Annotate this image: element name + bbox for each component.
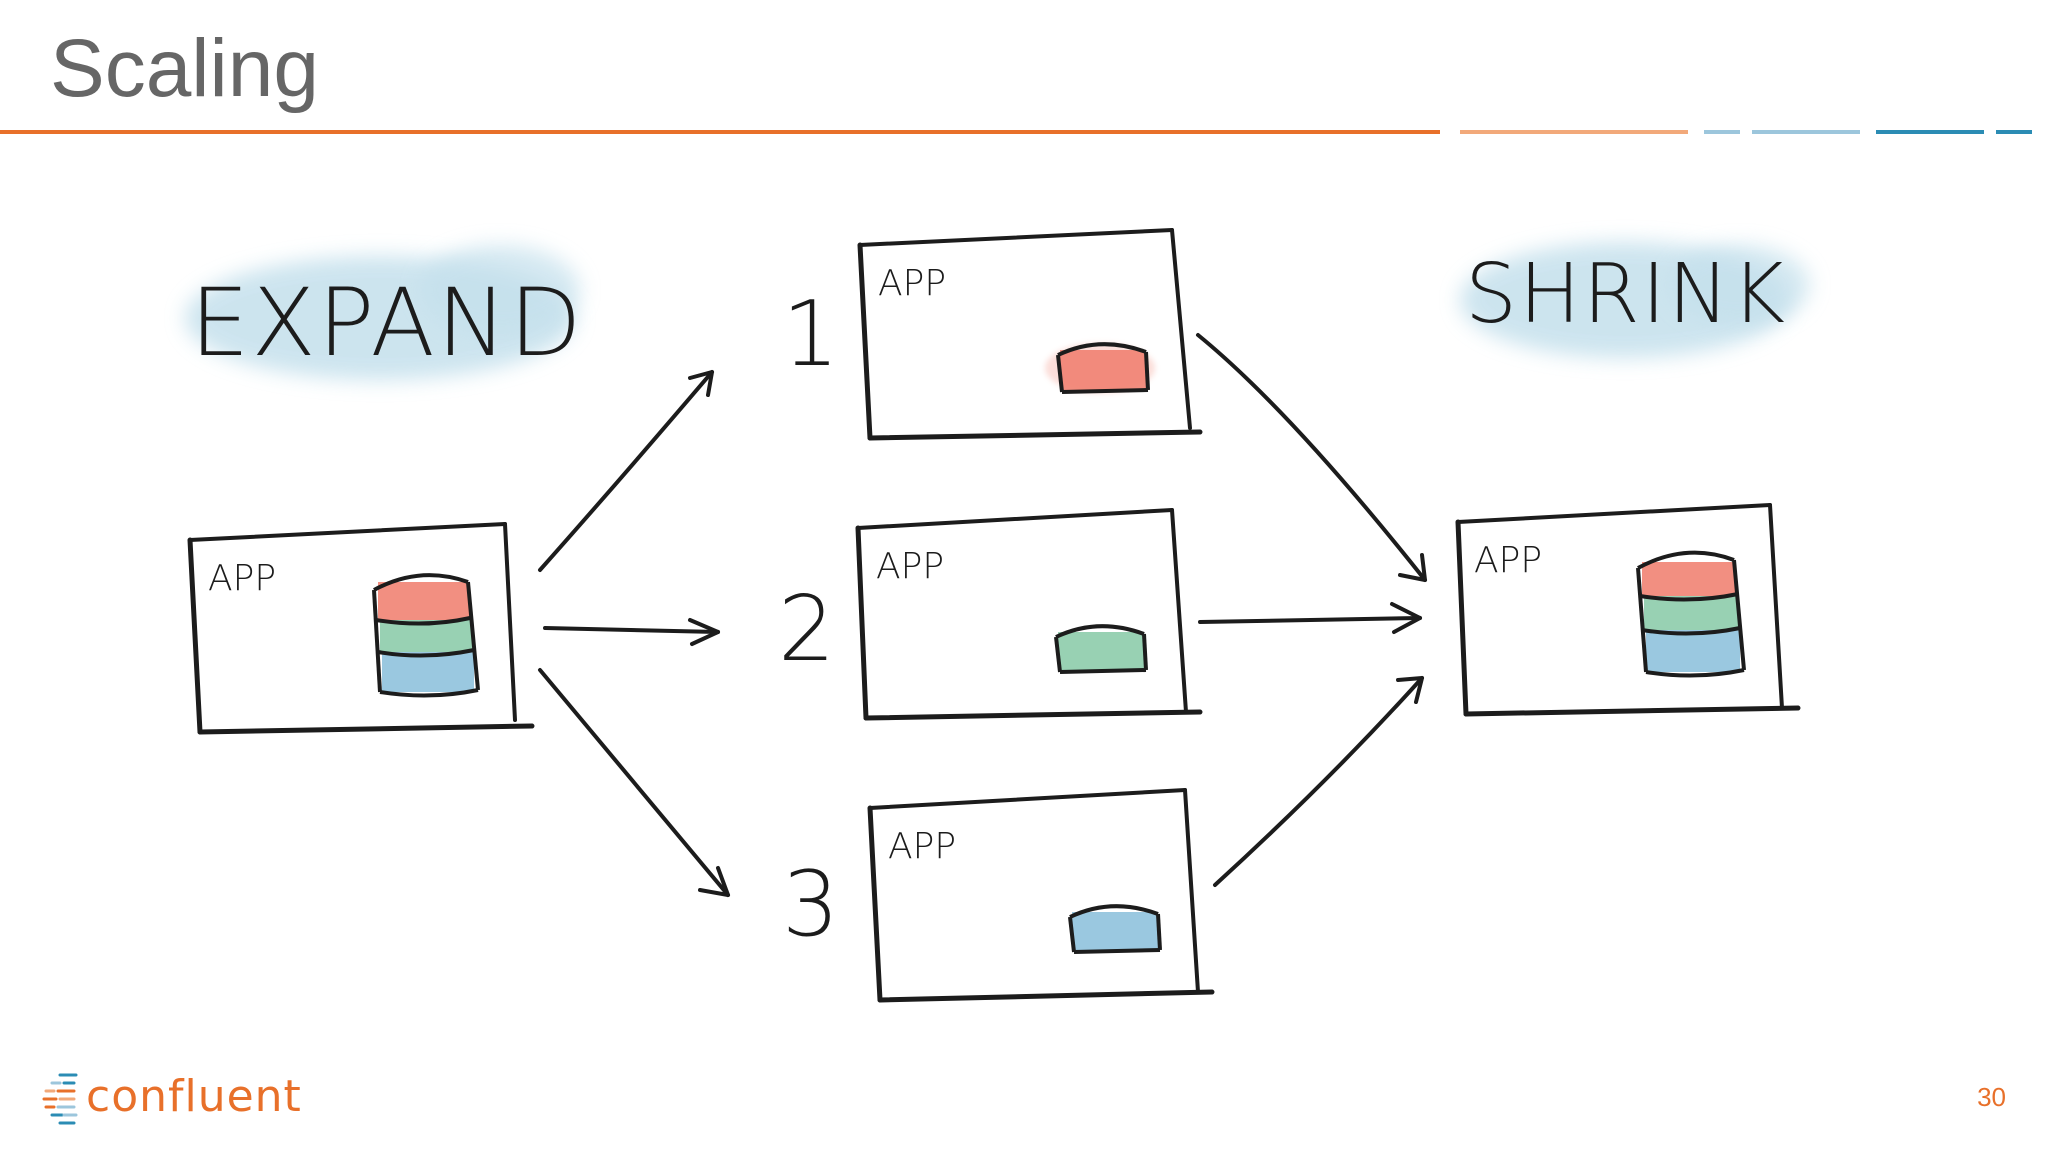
instance-1-box [857,228,1203,441]
source-app-label: APP [208,558,276,599]
instance-2-box [855,508,1203,721]
instance-number-1: 1 [782,282,839,387]
header-rule-segment [1704,130,1740,134]
target-app-box [1455,503,1801,717]
instance-1-app-label: APP [878,263,946,304]
instance-1-partition [1045,342,1155,394]
source-partition-stack [372,573,480,698]
target-app-label: APP [1474,540,1542,581]
instance-number-2: 2 [778,577,835,682]
source-app-box [187,522,535,735]
expand-label: EXPAND [190,269,583,378]
arrow-to-instance-2 [543,626,720,634]
target-partition-stack [1636,550,1746,678]
instance-number-3: 3 [782,852,839,957]
header-rule [0,130,2032,134]
header-rule-segment [1460,130,1688,134]
header-rule-main [0,130,1440,134]
header-rule-segment [1752,130,1860,134]
slide-title: Scaling [50,23,319,114]
confluent-logo-icon [42,1073,78,1125]
arrow-from-instance-2 [1198,616,1422,624]
arrow-from-instance-3 [1213,676,1424,887]
shrink-label: SHRINK [1465,247,1787,342]
page-number: 30 [1977,1082,2006,1112]
header-rule-segment [1996,130,2032,134]
shrink-watercolor [1460,242,1810,358]
arrow-to-instance-1 [538,370,714,572]
instance-3-app-label: APP [888,826,956,867]
instance-3-partition [1068,904,1162,954]
instance-3-box [867,788,1215,1003]
expand-watercolor [185,245,580,380]
arrow-to-instance-3 [538,668,730,897]
header-rule-segment [1876,130,1984,134]
expand-arrows [538,370,730,897]
confluent-logo-text: confluent [86,1071,302,1122]
instance-2-app-label: APP [876,546,944,587]
confluent-logo: confluent [40,1062,302,1132]
arrow-from-instance-1 [1196,333,1427,582]
shrink-arrows [1196,333,1427,887]
instance-2-partition [1054,624,1148,674]
